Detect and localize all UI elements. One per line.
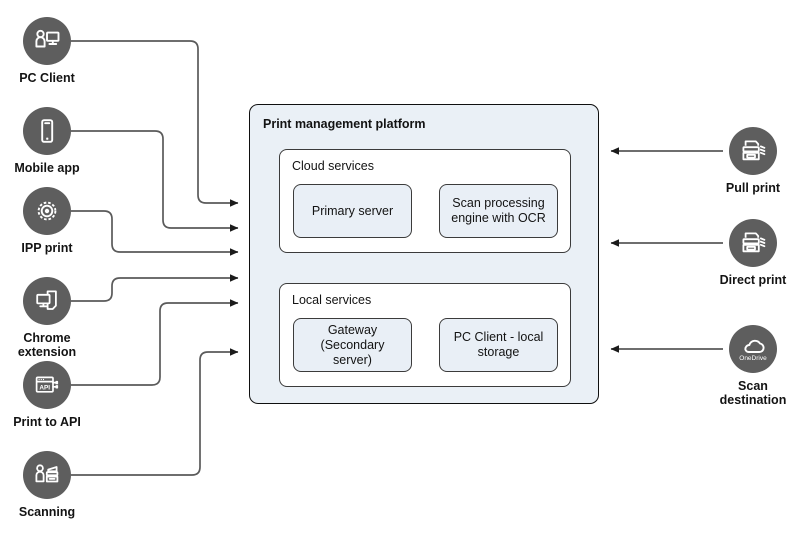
mobile-phone-icon [23,107,71,155]
node-scan-destination[interactable]: OneDrive Scan destination [707,325,799,407]
node-scanning[interactable]: Scanning [1,451,93,519]
node-direct-print[interactable]: Direct print [707,219,799,287]
node-chrome-extension[interactable]: Chrome extension [1,277,93,359]
node-pull-print[interactable]: Pull print [707,127,799,195]
scanning-person-icon [23,451,71,499]
node-mobile-app[interactable]: Mobile app [1,107,93,175]
card-scan-processing-engine[interactable]: Scan processing engine with OCR [439,184,558,238]
card-gateway-secondary-server[interactable]: Gateway (Secondary server) [293,318,412,372]
edge-pc-client [71,40,239,207]
group-local-services-title: Local services [292,293,372,307]
node-print-to-api-label: Print to API [13,415,81,429]
node-chrome-extension-label: Chrome extension [17,331,77,359]
edge-ipp-print [71,210,239,256]
node-scan-destination-label: Scan destination [719,379,787,407]
printer-icon [729,219,777,267]
edge-print-to-api [71,299,239,386]
node-pull-print-label: Pull print [725,181,781,195]
edge-mobile-app [71,130,239,232]
printer-icon [729,127,777,175]
onedrive-badge-text: OneDrive [739,355,767,362]
gear-icon [23,187,71,235]
node-pc-client-label: PC Client [19,71,75,85]
edge-chrome-extension [71,274,239,302]
card-pc-client-local-storage[interactable]: PC Client - local storage [439,318,558,372]
pc-client-icon [23,17,71,65]
node-scanning-label: Scanning [18,505,76,519]
api-window-icon: API [23,361,71,409]
print-management-platform: Print management platform Cloud services… [249,104,599,404]
node-direct-print-label: Direct print [719,273,787,287]
group-cloud-services: Cloud services Primary server Scan proce… [279,149,571,253]
card-primary-server[interactable]: Primary server [293,184,412,238]
platform-title: Print management platform [263,117,426,131]
edge-scanning [71,348,239,476]
group-cloud-services-title: Cloud services [292,159,374,173]
node-ipp-print-label: IPP print [21,241,73,255]
node-ipp-print[interactable]: IPP print [1,187,93,255]
node-pc-client[interactable]: PC Client [1,17,93,85]
browser-extension-icon [23,277,71,325]
svg-text:API: API [39,384,50,391]
node-mobile-app-label: Mobile app [14,161,80,175]
onedrive-cloud-icon: OneDrive [729,325,777,373]
group-local-services: Local services Gateway (Secondary server… [279,283,571,387]
node-print-to-api[interactable]: API Print to API [1,361,93,429]
